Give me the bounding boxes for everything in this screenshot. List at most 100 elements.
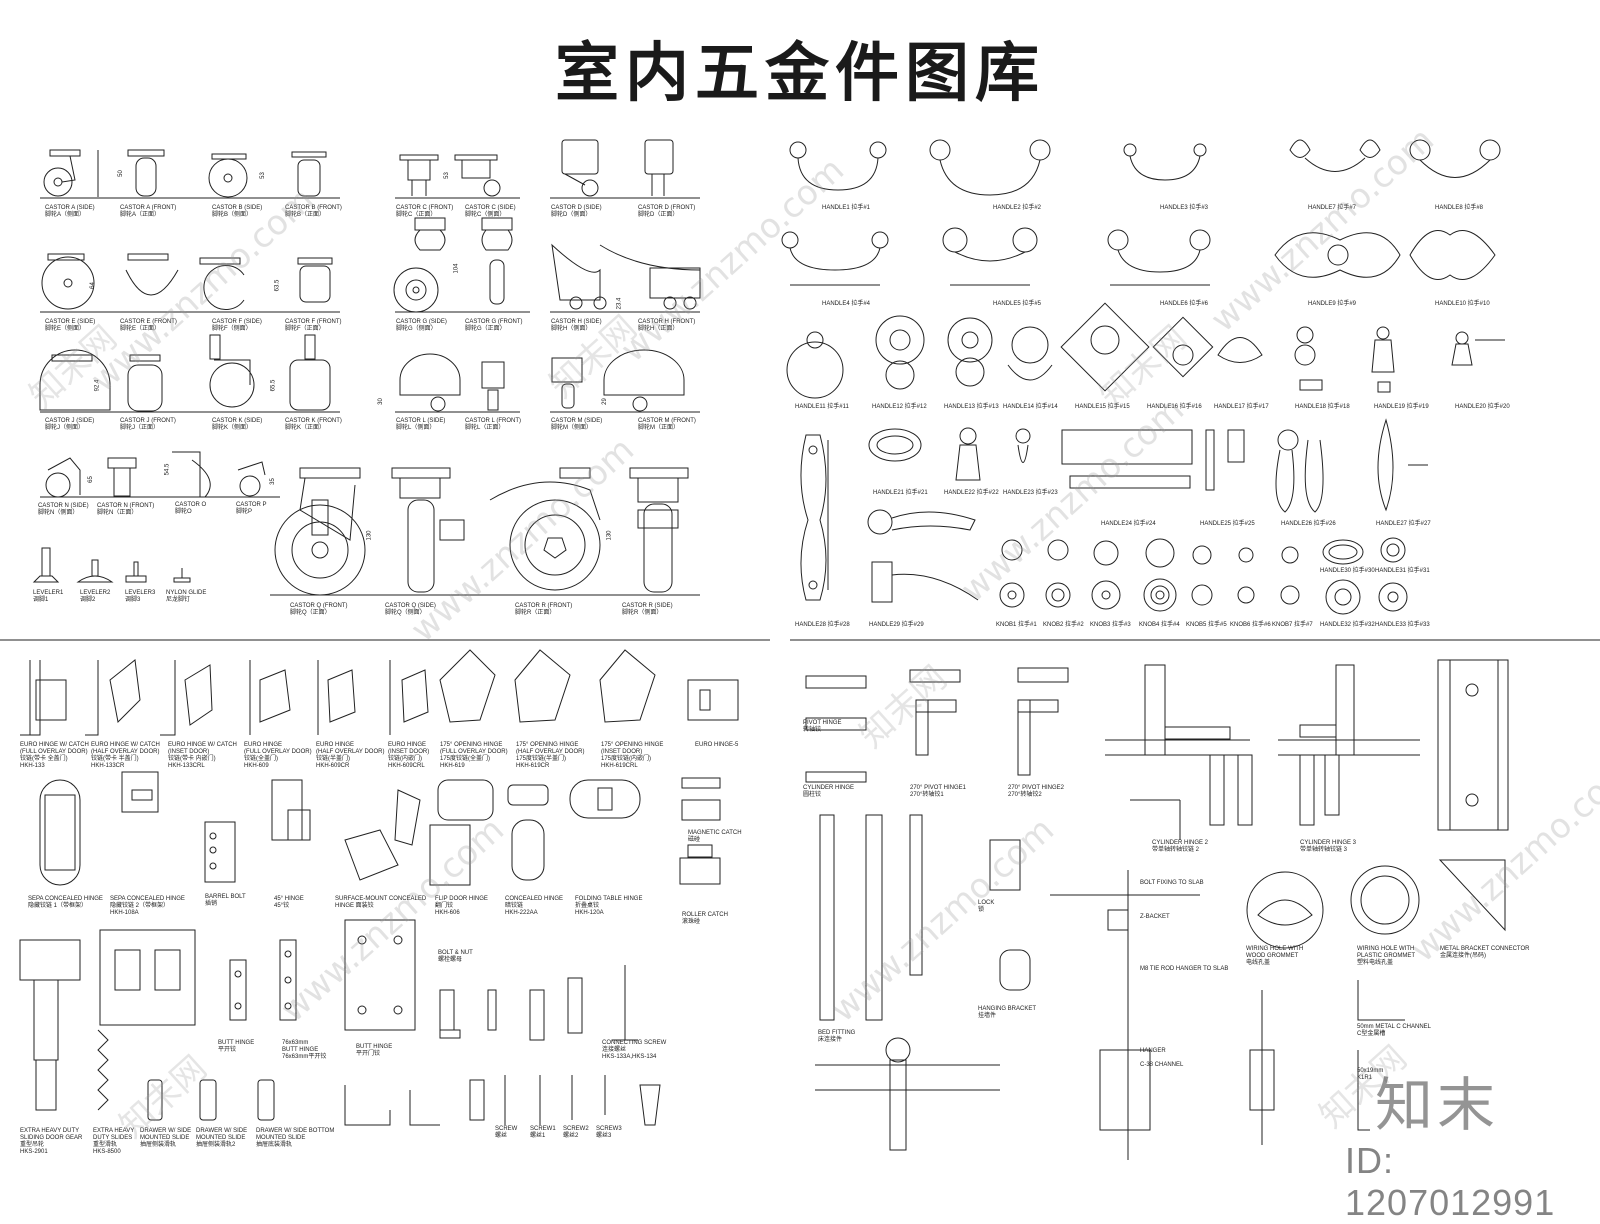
- handle-9: [1274, 232, 1401, 278]
- lower-left-hardware: [19, 919, 661, 1126]
- handle-11: [786, 331, 844, 399]
- castor-label-b-side: CASTOR B (SIDE)脚轮B（侧面）: [212, 205, 263, 218]
- dim-label: 50: [117, 170, 124, 177]
- castor-label-q-side: CASTOR Q (SIDE)脚轮Q（侧面）: [385, 603, 436, 616]
- handle-label: HANDLE16 拉手#16: [1147, 404, 1202, 410]
- castor-label-l-front: CASTOR L (FRONT)脚轮L（正面）: [465, 418, 522, 431]
- handle-label: HANDLE2 拉手#2: [993, 205, 1042, 211]
- castor-g-front: [481, 217, 513, 305]
- castor-label-e-front: CASTOR E (FRONT)脚轮E（正面）: [120, 319, 177, 332]
- castor-e-front: [125, 253, 179, 296]
- handle-label: HANDLE15 拉手#15: [1075, 404, 1130, 410]
- hinge-label: EURO HINGE(FULL OVERLAY DOOR)铰链(全盖门)HKH-…: [244, 742, 312, 769]
- castor-label-j-front: CASTOR J (FRONT)脚轮J（正面）: [120, 418, 176, 431]
- castor-label-k-side: CASTOR K (SIDE)脚轮K（侧面）: [212, 418, 263, 431]
- castor-label-g-front: CASTOR G (FRONT)脚轮G（正面）: [465, 319, 523, 332]
- lower-right-hardware: [805, 659, 1509, 1160]
- dim-label: 29: [601, 398, 608, 405]
- hinge-label: 175° OPENING HINGE(HALF OVERLAY DOOR)175…: [516, 742, 585, 769]
- knob-label: KNOB2 拉手#2: [1043, 622, 1084, 628]
- castor-label-q-front: CASTOR Q (FRONT)脚轮Q（正面）: [290, 603, 348, 616]
- dim-label: 35: [269, 478, 276, 485]
- handle-1: [789, 141, 887, 191]
- euro-hinge-set: [20, 649, 739, 736]
- hardware-label: Z-BACKET: [1140, 914, 1170, 920]
- brand-logo: 知末: [1375, 1071, 1500, 1139]
- castor-h-front: [599, 244, 701, 310]
- hardware-label: C-38 CHANNEL: [1140, 1062, 1184, 1068]
- hardware-label: HANGER: [1140, 1048, 1166, 1054]
- handle-label: HANDLE13 拉手#13: [944, 404, 999, 410]
- leveler-1: [32, 547, 60, 583]
- castor-label-a-side: CASTOR A (SIDE)脚轮A（侧面）: [45, 205, 95, 218]
- handle-label: HANDLE1 拉手#1: [822, 205, 871, 211]
- castor-g-side: [393, 217, 446, 313]
- castor-m-front: [603, 349, 685, 412]
- handle-22: [955, 427, 981, 481]
- castor-a-side: [43, 149, 99, 197]
- dim-label: 130: [606, 530, 613, 541]
- handle-label: HANDLE25 拉手#25: [1200, 521, 1255, 527]
- castor-l-side: [399, 353, 461, 412]
- handle-26: [1275, 429, 1324, 513]
- handle-15: [1060, 302, 1150, 392]
- castor-label-e-side: CASTOR E (SIDE)脚轮E（侧面）: [45, 319, 96, 332]
- handle-13: [947, 317, 993, 387]
- castor-n-side: [45, 457, 81, 498]
- castor-label-k-front: CASTOR K (FRONT)脚轮K（正面）: [285, 418, 342, 431]
- nylon-glide: [173, 568, 191, 583]
- leveler-2: [76, 559, 114, 583]
- handle-4: [781, 231, 889, 286]
- knob-label: KNOB6 拉手#6: [1230, 622, 1271, 628]
- handle-label: HANDLE5 拉手#5: [993, 301, 1042, 307]
- handle-6: [1107, 229, 1211, 286]
- handle-label: HANDLE11 拉手#11: [795, 404, 849, 410]
- castor-q-front: [274, 467, 366, 596]
- castor-o: [172, 451, 211, 498]
- handle-18: [1294, 326, 1323, 391]
- dim-label: 30: [377, 398, 384, 405]
- handle-label: HANDLE20 拉手#20: [1455, 404, 1510, 410]
- handle-label: HANDLE22 拉手#22: [944, 490, 999, 496]
- dim-label: 65: [87, 476, 94, 483]
- castor-j-front: [127, 354, 163, 412]
- sheet-title: 室内五金件图库: [555, 37, 1045, 111]
- handle-29: [867, 509, 979, 603]
- castor-c-side: [454, 154, 501, 197]
- castor-label-n-front: CASTOR N (FRONT)脚轮N（正面）: [97, 503, 155, 516]
- handle-label: HANDLE19 拉手#19: [1374, 404, 1429, 410]
- handle-2: [929, 139, 1051, 196]
- hinge-label: 175° OPENING HINGE(INSET DOOR)175度铰链(内嵌门…: [601, 742, 664, 769]
- castor-f-side: [199, 257, 245, 310]
- castor-b-side: [208, 153, 248, 198]
- handle-21: [868, 428, 922, 462]
- handle-label: HANDLE30 拉手#30: [1320, 568, 1375, 574]
- dim-label: 130: [366, 530, 373, 541]
- castor-label-m-front: CASTOR M (FRONT)脚轮M（正面）: [638, 418, 696, 431]
- castor-label-b-front: CASTOR B (FRONT)脚轮B（正面）: [285, 205, 342, 218]
- castor-m-side: [551, 357, 583, 409]
- handle-14: [1007, 326, 1053, 381]
- handle-28: [800, 434, 829, 601]
- castor-label-f-side: CASTOR F (SIDE)脚轮F（侧面）: [212, 319, 262, 332]
